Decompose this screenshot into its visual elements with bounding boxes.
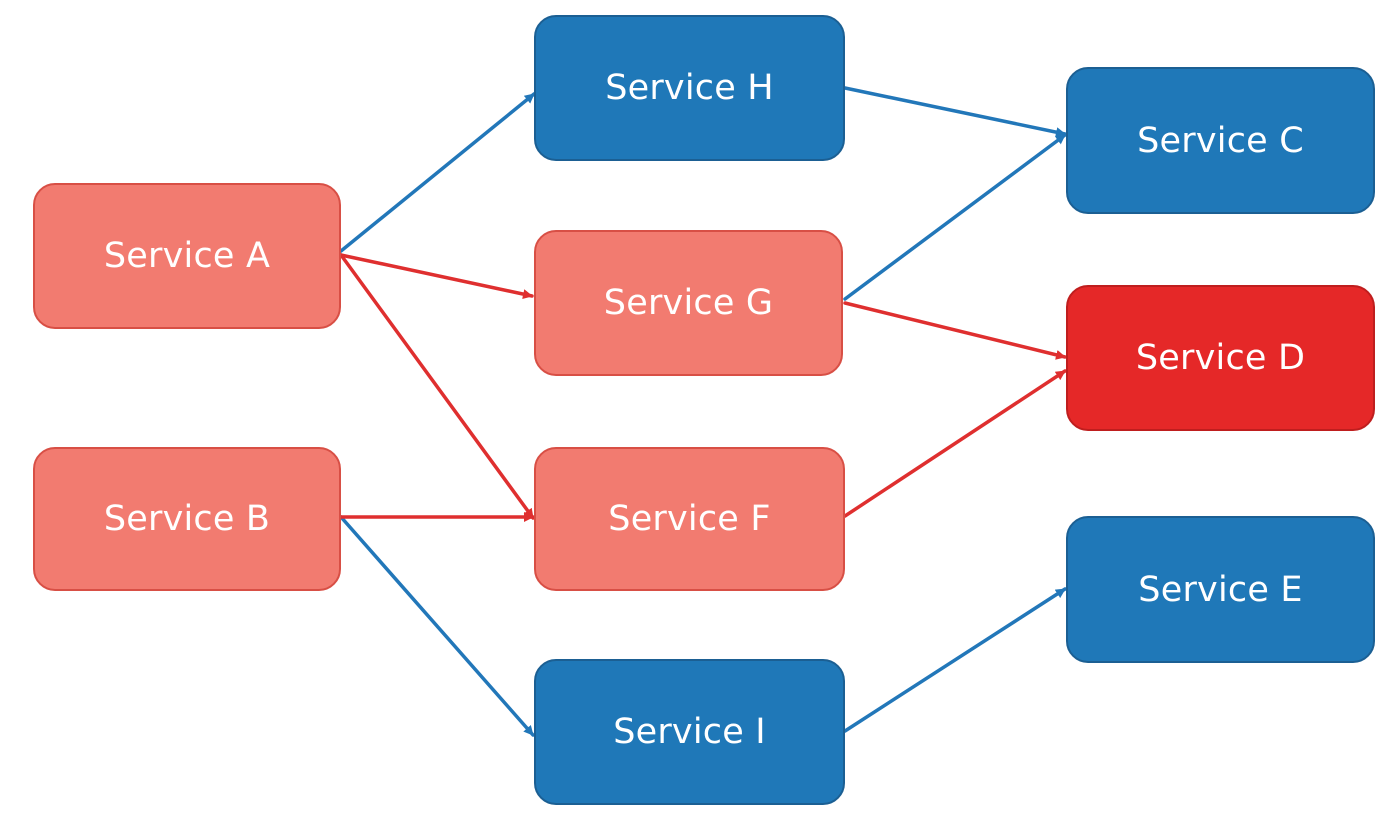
edge-a-to-g <box>339 253 534 299</box>
service-i-label: Service I <box>613 712 766 752</box>
service-h-label: Service H <box>605 68 774 108</box>
edge-f-to-d <box>843 369 1067 518</box>
service-d-node[interactable]: Service D <box>1066 285 1375 431</box>
edge-a-to-f <box>339 253 535 520</box>
service-i-node[interactable]: Service I <box>534 659 845 805</box>
edge-i-to-e <box>843 587 1067 733</box>
service-a-node[interactable]: Service A <box>33 183 341 329</box>
service-d-label: Service D <box>1135 338 1306 378</box>
service-b-node[interactable]: Service B <box>33 447 341 591</box>
service-g-label: Service G <box>603 283 774 323</box>
service-c-label: Service C <box>1137 120 1304 161</box>
service-e-node[interactable]: Service E <box>1066 516 1375 663</box>
service-b-label: Service B <box>103 499 271 539</box>
service-a-label: Service A <box>103 236 271 276</box>
service-h-node[interactable]: Service H <box>534 15 845 161</box>
edge-b-to-i <box>339 515 535 737</box>
edge-h-to-c <box>843 86 1067 138</box>
service-f-label: Service F <box>608 499 771 539</box>
edge-g-to-d <box>843 301 1067 360</box>
service-f-node[interactable]: Service F <box>534 447 845 591</box>
edge-a-to-h <box>339 92 536 253</box>
service-g-node[interactable]: Service G <box>534 230 843 376</box>
service-c-node[interactable]: Service C <box>1066 67 1375 214</box>
service-e-label: Service E <box>1138 569 1303 610</box>
edge-g-to-c <box>843 133 1067 301</box>
